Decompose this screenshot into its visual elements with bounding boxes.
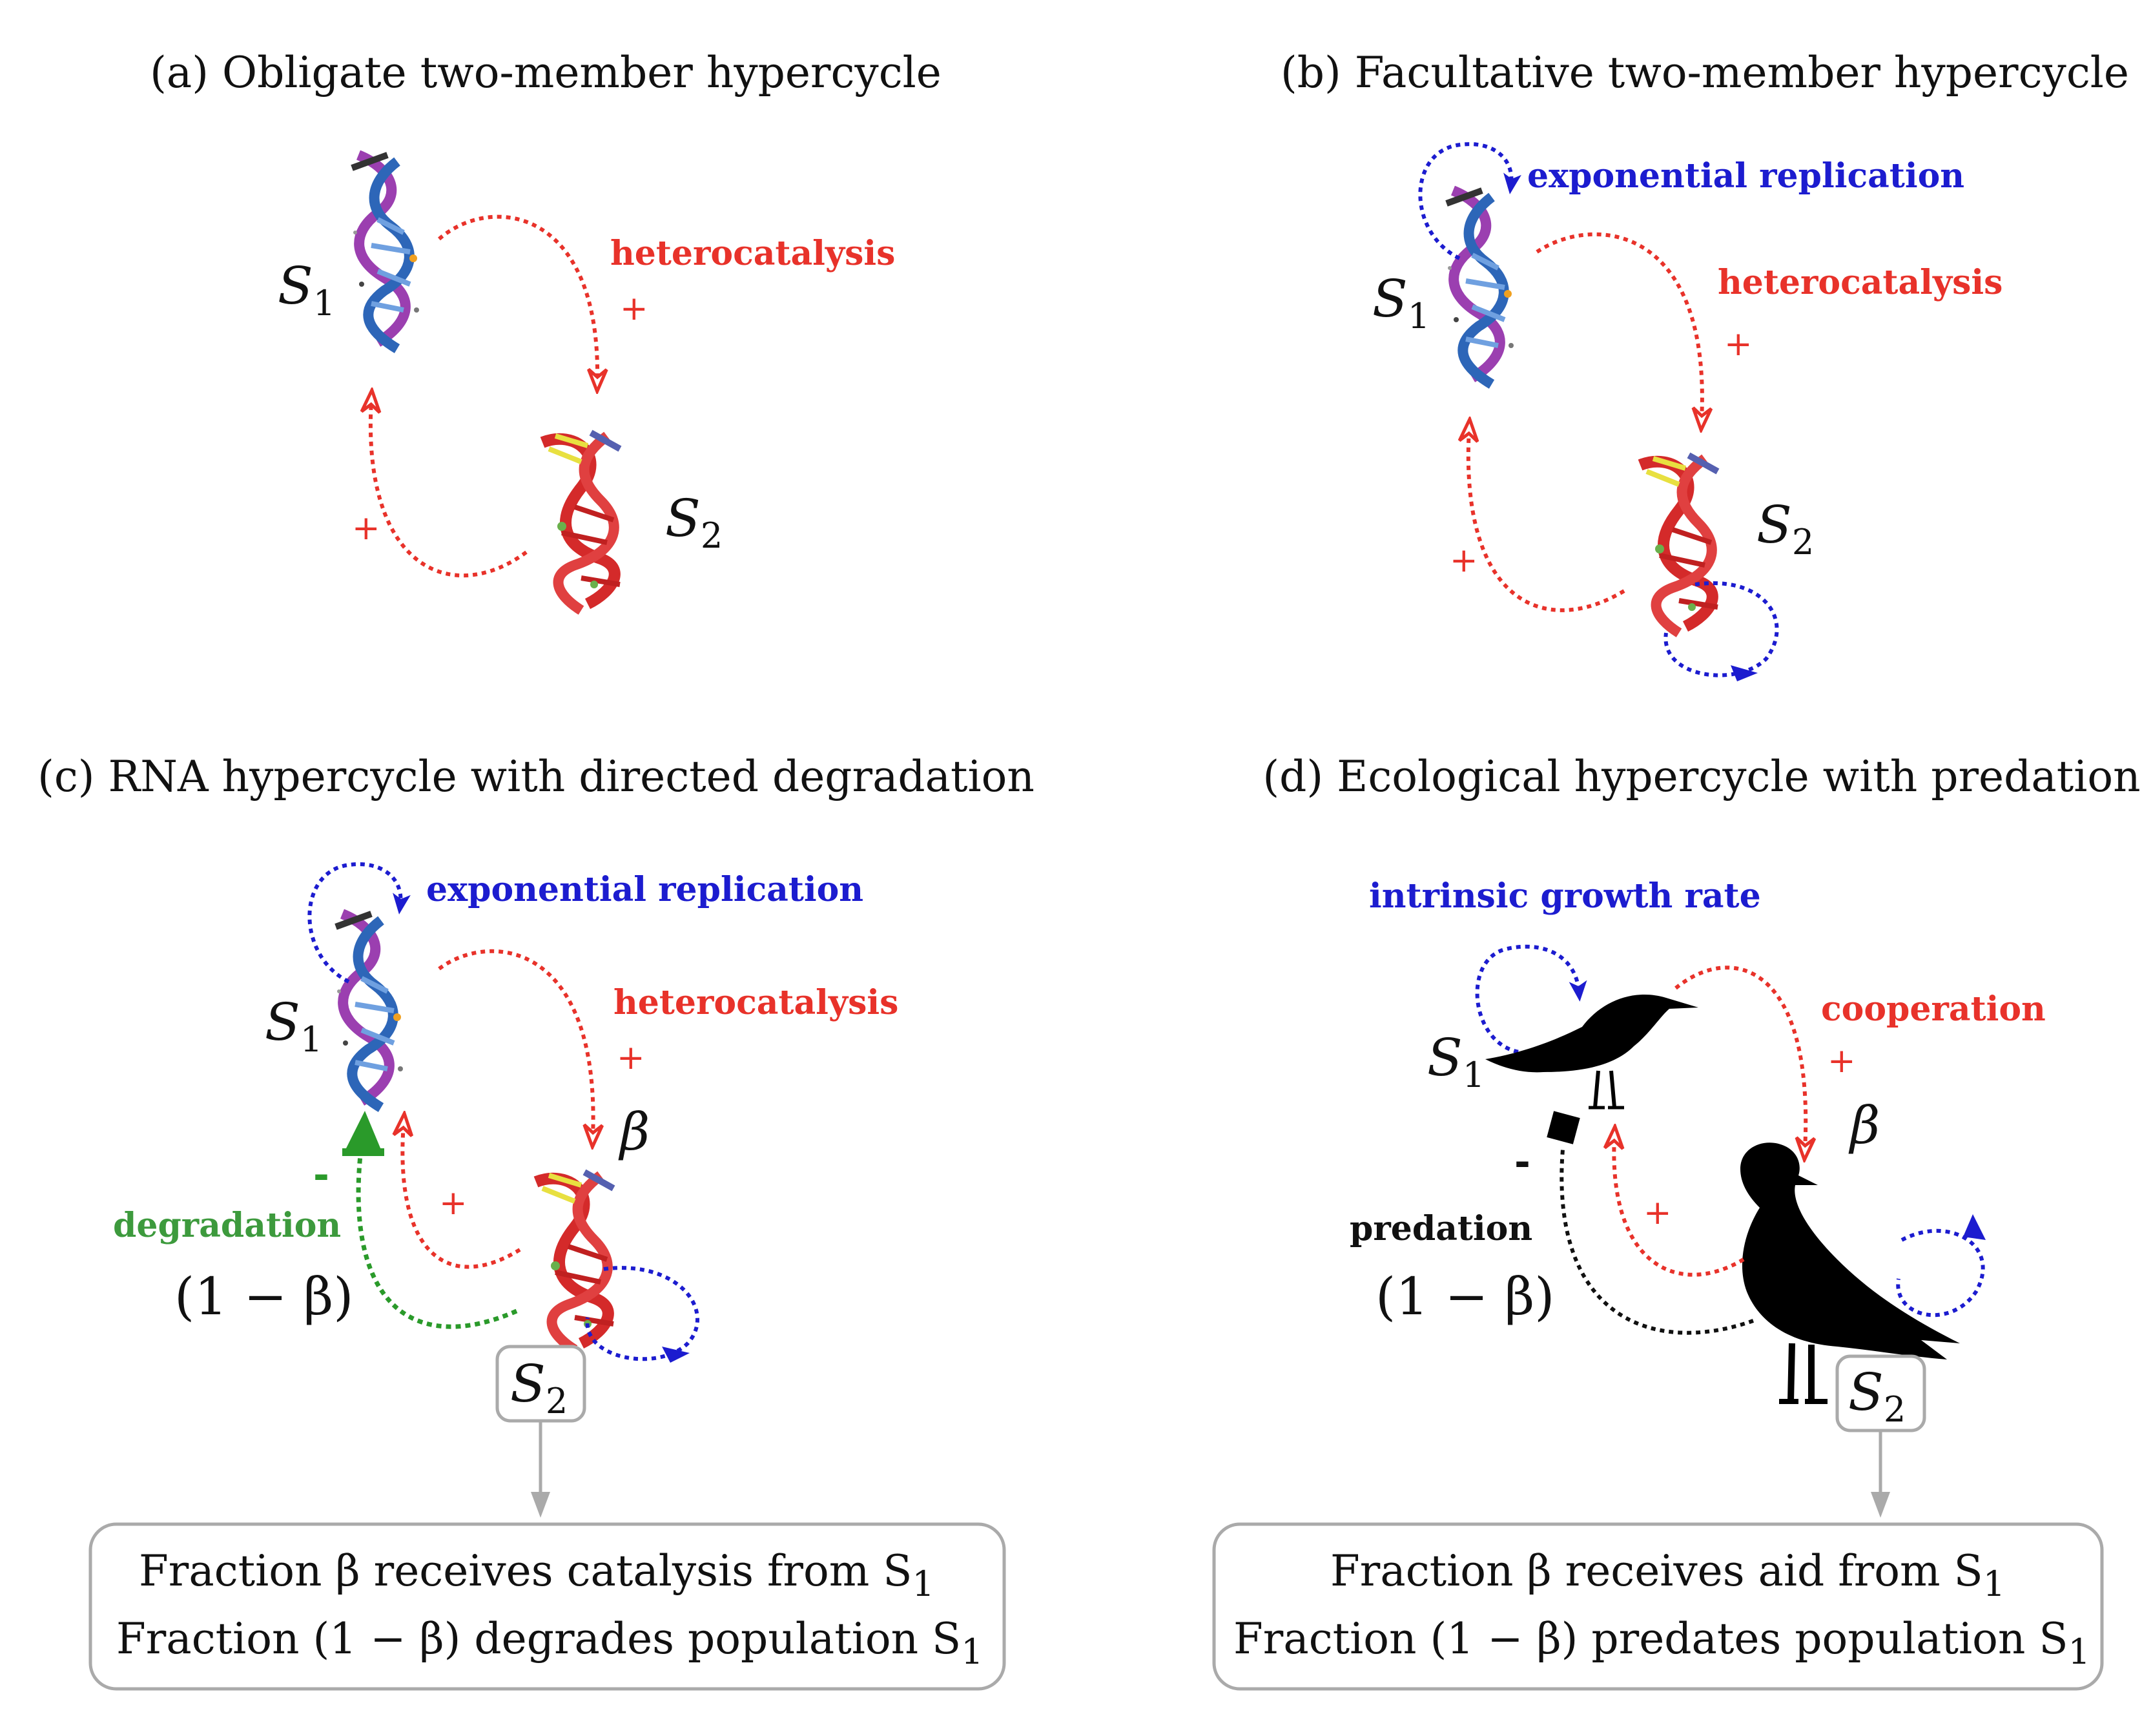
degradation-bar [342, 1148, 384, 1156]
minus-sign: - [1514, 1140, 1530, 1185]
exponential-replication-loop-s2 [1663, 581, 1779, 677]
panel-b: (b) Facultative two-member hypercycle ex… [1281, 48, 2129, 681]
plus-sign: + [1724, 325, 1753, 364]
cooperation-arrow [1674, 966, 1806, 1150]
s1-label: S1 [1372, 269, 1430, 336]
plus-sign: + [1643, 1194, 1672, 1232]
heterocatalysis-arrow-s1-to-s2 [1536, 232, 1702, 420]
rna-molecule-icon [336, 914, 403, 1108]
exponential-replication-label: exponential replication [426, 870, 863, 909]
beta-label: β [618, 1102, 650, 1162]
box-line-2: Fraction (1 − β) degrades population S1 [116, 1614, 983, 1672]
degradation-label: degradation [113, 1206, 341, 1245]
rna-molecule-icon [1447, 191, 1514, 384]
heterocatalysis-arrow-s2-to-s1 [371, 400, 528, 578]
beta-label: β [1848, 1095, 1880, 1155]
blue-arrowhead [1963, 1214, 1986, 1240]
s1-label: S1 [278, 256, 335, 324]
heterocatalysis-arrow-s2-to-s1 [1468, 429, 1625, 612]
panel-c: (c) RNA hypercycle with directed degrada… [37, 752, 1035, 1691]
panel-d-title: (d) Ecological hypercycle with predation [1262, 752, 2140, 801]
panel-a: (a) Obligate two-member hypercycle S1 he… [150, 48, 942, 610]
heterocatalysis-label: heterocatalysis [1718, 263, 2003, 302]
s2-label: S2 [665, 488, 723, 556]
degradation-arrow [356, 1142, 518, 1329]
plus-sign: + [1450, 541, 1478, 580]
heterocatalysis-arrow-s1-to-s2 [438, 214, 597, 381]
panel-b-title: (b) Facultative two-member hypercycle [1281, 48, 2129, 98]
explanation-box [1212, 1522, 2104, 1691]
plus-sign: + [617, 1038, 645, 1077]
exponential-replication-loop-s1 [307, 862, 411, 984]
blue-arrowhead [1731, 665, 1758, 681]
explanation-box [88, 1522, 1006, 1691]
plus-sign: + [1828, 1042, 1856, 1080]
one-minus-beta-label: (1 − β) [174, 1266, 353, 1327]
cooperation-return-arrow [1614, 1137, 1745, 1277]
blue-arrowhead [662, 1347, 690, 1363]
predation-square-head [1547, 1111, 1580, 1144]
panel-c-title: (c) RNA hypercycle with directed degrada… [37, 752, 1035, 801]
one-minus-beta-label: (1 − β) [1375, 1266, 1554, 1327]
s1-label: S1 [1427, 1028, 1485, 1095]
panel-a-title: (a) Obligate two-member hypercycle [150, 48, 942, 98]
box-line-1: Fraction β receives aid from S1 [1330, 1546, 2005, 1604]
s2-label: S2 [1848, 1362, 1906, 1430]
box-line-1: Fraction β receives catalysis from S1 [139, 1546, 934, 1604]
cooperation-label: cooperation [1821, 989, 2046, 1029]
predation-arrow [1560, 1149, 1755, 1335]
rna-molecule-icon [542, 433, 620, 610]
degradation-arrowhead [345, 1111, 381, 1150]
s2-label: S2 [1756, 495, 1814, 563]
plus-sign: + [352, 509, 380, 548]
heterocatalysis-label: heterocatalysis [610, 234, 895, 273]
predation-label: predation [1350, 1209, 1532, 1248]
panel-d: (d) Ecological hypercycle with predation… [1212, 752, 2141, 1691]
exponential-replication-loop-s2 [585, 1266, 699, 1361]
heterocatalysis-arrow-s2-to-s1 [402, 1124, 521, 1269]
intrinsic-growth-rate-label: intrinsic growth rate [1369, 876, 1761, 916]
rna-molecule-icon [1640, 455, 1718, 633]
s1-label: S1 [265, 992, 322, 1060]
rna-molecule-icon [352, 155, 419, 349]
exponential-replication-label: exponential replication [1527, 156, 1964, 196]
box-line-2: Fraction (1 − β) predates population S1 [1233, 1614, 2090, 1672]
rna-molecule-icon [536, 1172, 613, 1350]
heterocatalysis-label: heterocatalysis [613, 983, 898, 1022]
plus-sign: + [620, 289, 648, 328]
s2-label: S2 [510, 1354, 568, 1421]
heterocatalysis-arrow-s1-to-s2 [438, 949, 593, 1137]
minus-sign: - [313, 1153, 329, 1198]
growth-loop-s2 [1896, 1228, 1985, 1318]
plus-sign: + [439, 1184, 468, 1223]
